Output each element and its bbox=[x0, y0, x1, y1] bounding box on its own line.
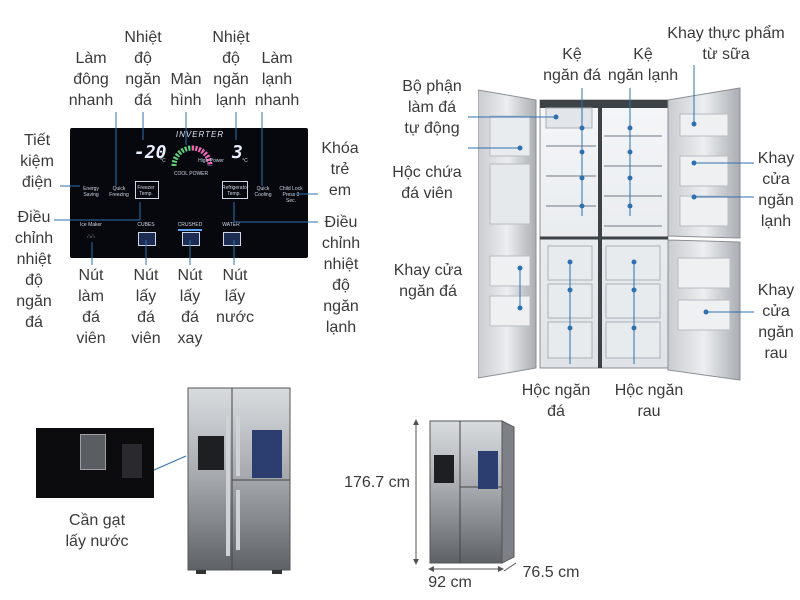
label-khay-cua-ngan-rau: Khay cửa ngăn rau bbox=[757, 282, 795, 362]
label-khay-cua-ngan-lanh: Khay cửa ngăn lạnh bbox=[757, 150, 795, 230]
water-label: WATER bbox=[222, 222, 240, 228]
refrigerator-temp-button[interactable] bbox=[222, 181, 248, 199]
label-lam-lanh-nhanh: Làm lạnh nhanh bbox=[254, 50, 300, 109]
open-fridge-illustration bbox=[478, 87, 741, 381]
label-dieu-chinh-ngan-lanh: Điều chỉnh nhiệt độ ngăn lạnh bbox=[321, 214, 361, 336]
label-nhiet-do-ngan-lanh: Nhiệt độ ngăn lạnh bbox=[212, 29, 250, 109]
crushed-button[interactable] bbox=[182, 232, 200, 246]
label-nhiet-do-ngan-da: Nhiệt độ ngăn đá bbox=[124, 29, 162, 109]
fridge-temp-unit: °C bbox=[242, 158, 248, 164]
label-tiet-kiem-dien: Tiết kiệm điện bbox=[20, 132, 54, 191]
quick-freezing-button[interactable]: Quick Freezing bbox=[109, 186, 129, 198]
label-nut-lay-da-vien: Nút lấy đá viên bbox=[131, 267, 161, 347]
freezer-temp-button[interactable] bbox=[135, 181, 159, 199]
cubes-label: CUBES bbox=[137, 222, 155, 228]
refrigerator-temp-button-label: Refrigerator Temp. bbox=[222, 185, 249, 197]
power-gauge-icon bbox=[171, 145, 213, 167]
height-dimension-label: 176.7 cm bbox=[344, 474, 410, 491]
label-nut-lam-da-vien: Nút làm đá viên bbox=[76, 267, 106, 347]
fridge-dimension-photo bbox=[413, 419, 517, 572]
label-lam-dong-nhanh: Làm đông nhanh bbox=[68, 50, 114, 109]
high-power-label: High Power bbox=[198, 158, 224, 164]
dispenser-sticker bbox=[122, 444, 142, 478]
fridge-temp-display: 3 bbox=[232, 142, 243, 163]
freezer-temp-button-label: Freezer Temp. bbox=[137, 185, 155, 197]
cubes-button[interactable] bbox=[138, 232, 156, 246]
quick-cooling-button[interactable]: Quick Cooling bbox=[254, 186, 272, 198]
panel-brand: INVERTER bbox=[175, 130, 225, 139]
fridge-front-photo bbox=[187, 387, 291, 574]
width-dimension-label: 92 cm bbox=[428, 574, 472, 591]
depth-dimension-label: 76.5 cm bbox=[522, 564, 580, 581]
label-ke-ngan-lanh: Kệ ngăn lạnh bbox=[607, 46, 679, 84]
ice-maker-button[interactable]: ∴∴ bbox=[87, 234, 95, 240]
ice-maker-label: Ice Maker bbox=[80, 222, 102, 228]
label-khay-cua-ngan-da: Khay cửa ngăn đá bbox=[393, 262, 463, 300]
freezer-temp-unit: °C bbox=[160, 158, 166, 164]
label-ke-ngan-da: Kệ ngăn đá bbox=[543, 46, 601, 84]
water-button[interactable] bbox=[223, 232, 241, 246]
dispenser-lever-icon bbox=[80, 434, 106, 470]
crushed-label: CRUSHED bbox=[177, 222, 203, 228]
dispenser-closeup-photo bbox=[36, 428, 154, 498]
cool-power-label: COOL POWER bbox=[173, 171, 209, 177]
label-hoc-ngan-rau: Hộc ngăn rau bbox=[614, 382, 684, 420]
control-panel: INVERTER -20 °C 3 °C High Power COOL POW… bbox=[70, 128, 308, 258]
label-nut-lay-da-xay: Nút lấy đá xay bbox=[177, 267, 203, 347]
label-khoa-tre-em: Khóa trẻ em bbox=[321, 140, 359, 199]
label-nut-lay-nuoc: Nút lấy nước bbox=[215, 267, 255, 326]
child-lock-button[interactable]: Child Lock Press 3 Sec. bbox=[279, 186, 303, 204]
label-can-gat-lay-nuoc: Cần gạt lấy nước bbox=[65, 512, 129, 550]
label-khay-thuc-pham-tu-sua: Khay thực phẩm từ sữa bbox=[667, 25, 785, 63]
label-man-hinh: Màn hình bbox=[170, 71, 202, 109]
label-bo-phan-lam-da: Bộ phận làm đá tự động bbox=[402, 78, 462, 137]
crushed-indicator bbox=[178, 229, 202, 231]
label-hoc-chua-da-vien: Hộc chứa đá viên bbox=[392, 164, 462, 202]
energy-saving-button[interactable]: Energy Saving bbox=[83, 186, 99, 198]
label-dieu-chinh-ngan-da: Điều chỉnh nhiệt độ ngăn đá bbox=[14, 209, 54, 331]
freezer-temp-display: -20 bbox=[134, 142, 167, 163]
label-hoc-ngan-da: Hộc ngăn đá bbox=[521, 382, 591, 420]
